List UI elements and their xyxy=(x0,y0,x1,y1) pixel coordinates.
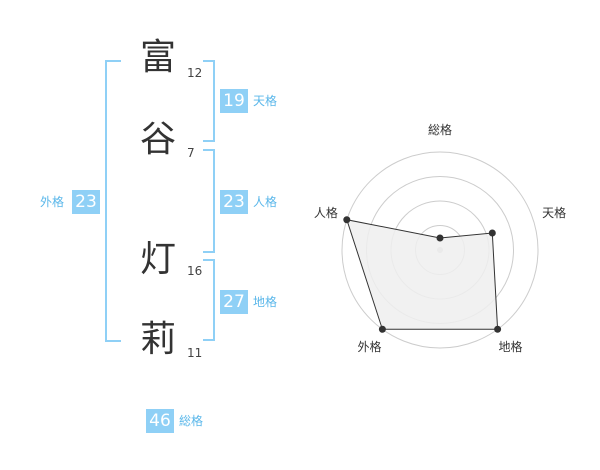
radar-point-2 xyxy=(488,229,496,237)
radar-axis-label-1: 総格 xyxy=(428,122,452,137)
radar-grid-ring xyxy=(341,151,539,349)
tenkaku-bracket xyxy=(203,60,215,142)
jinkaku-bracket xyxy=(203,149,215,253)
stroke-count-2: 7 xyxy=(187,146,195,160)
stroke-count-1: 12 xyxy=(187,66,203,80)
radar-data-polygon xyxy=(346,219,499,330)
radar-axis-label-4: 外格 xyxy=(357,339,381,354)
soukaku-label: 総格 xyxy=(179,414,204,428)
gaikaku-bracket xyxy=(105,60,121,342)
radar-axis-label-5: 人格 xyxy=(314,205,338,220)
stroke-count-4: 11 xyxy=(187,346,203,360)
radar-axis-label-2: 天格 xyxy=(542,205,566,220)
name-char-3: 灯 xyxy=(140,239,177,280)
gaikaku-label: 外格 xyxy=(40,195,65,209)
name-char-1: 富 xyxy=(140,37,177,78)
chikaku-bracket xyxy=(203,259,215,341)
radar-point-3 xyxy=(494,325,502,333)
chikaku-value: 27 xyxy=(220,290,248,314)
name-char-2: 谷 xyxy=(140,119,177,160)
jinkaku-label: 人格 xyxy=(253,195,278,209)
name-char-4: 莉 xyxy=(140,319,177,360)
radar-point-1 xyxy=(436,234,444,242)
stroke-count-3: 16 xyxy=(187,264,203,278)
radar-point-4 xyxy=(378,325,386,333)
radar-point-5 xyxy=(343,216,351,224)
chikaku-label: 地格 xyxy=(253,295,278,309)
tenkaku-label: 天格 xyxy=(253,94,278,108)
soukaku-value: 46 xyxy=(146,409,174,433)
gaikaku-value: 23 xyxy=(72,190,100,214)
radar-axis-label-3: 地格 xyxy=(499,339,523,354)
tenkaku-value: 19 xyxy=(220,89,248,113)
jinkaku-value: 23 xyxy=(220,190,248,214)
